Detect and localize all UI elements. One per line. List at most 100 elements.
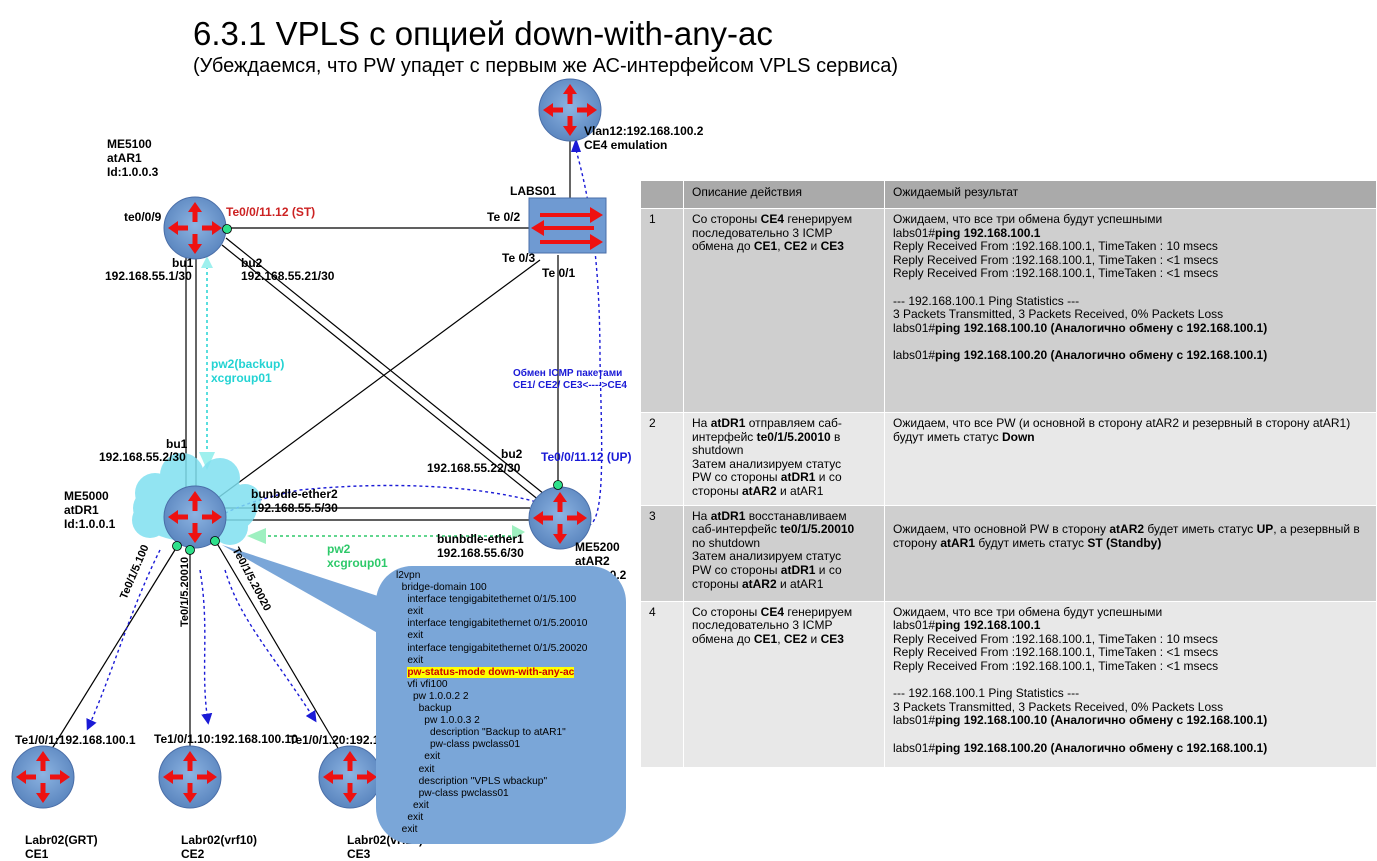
te0011-up-label: Te0/0/11.12 (UP) [541,450,632,464]
bu1-top-ip: 192.168.55.1/30 [105,269,192,283]
iface-dot-atar2 [553,480,563,490]
text-line: стороны atAR2 и atAR1 [692,483,876,499]
step-number: 2 [640,412,684,506]
iface-dot-te01520020 [210,536,220,546]
text-segment: atDR1 [780,562,816,577]
text-line: Reply Received From :192.168.100.1, Time… [893,239,1368,254]
bundle2-label: bunbdle-ether2 [251,487,338,501]
text-line: Затем анализируем статус [692,457,876,472]
text-segment: atDR1 [710,416,746,430]
text-segment: интерфейс [692,429,757,444]
text-segment: no shutdown [692,535,761,550]
table-header-row: Описание действия Ожидаемый результат [640,180,1377,209]
iface-dot-te01520010 [185,545,195,555]
table-header-result: Ожидаемый результат [884,180,1377,209]
step-expected-result: Ожидаем, что все PW (и основной в сторон… [884,412,1377,506]
pw2-backup-xcgroup: xcgroup01 [211,371,272,385]
table-header-action: Описание действия [683,180,885,209]
pw2-backup-label: pw2(backup) [211,357,285,371]
text-segment: будут иметь статус [893,429,1002,444]
text-line: Затем анализируем статус [692,550,876,564]
text-line: PW со стороны atDR1 и со [692,471,876,485]
ce1-iface: Te1/0/1:192.168.100.1 [15,733,136,747]
slide-subtitle: (Убеждаемся, что PW упадет с первым же А… [193,55,898,77]
bu2-top-ip: 192.168.55.21/30 [241,269,335,283]
step-expected-result: Ожидаем, что основной PW в сторону atAR2… [884,504,1377,602]
bu1-bottom-label: bu1 [166,437,188,451]
text-segment: 3 Packets Transmitted, 3 Packets Receive… [893,699,1224,714]
text-line: labs01#ping 192.168.100.1 [893,226,1368,241]
text-segment: и со [815,470,842,485]
text-line: labs01#ping 192.168.100.20 (Аналогично о… [893,741,1368,756]
text-segment: atAR2 [1109,522,1145,537]
text-line: --- 192.168.100.1 Ping Statistics --- [893,686,1368,701]
text-segment: На [692,508,711,523]
text-line: labs01#ping 192.168.100.10 (Аналогично о… [893,714,1368,728]
text-segment: PW со стороны [692,562,781,577]
text-line: сторону atAR1 будут иметь статус ST (Sta… [893,535,1368,551]
router-icon-ce1 [11,745,75,809]
text-segment: 3 Packets Transmitted, 3 Packets Receive… [893,307,1224,322]
text-segment: сторону [893,535,941,550]
text-line: 3 Packets Transmitted, 3 Packets Receive… [893,699,1368,715]
bu1-top-label: bu1 [172,256,194,270]
text-segment: будут иметь статус [975,535,1088,550]
text-segment: labs01# [893,320,936,335]
bundle1-ip: 192.168.55.6/30 [437,546,524,560]
text-segment: обмена до [692,631,754,646]
router-icon-atdr1 [163,485,227,549]
text-segment: обмена до [692,239,754,254]
text-segment: CE2 [783,239,808,254]
text-line: обмена до CE1, CE2 и CE3 [692,239,876,254]
blank-line [893,728,1368,742]
text-segment: и [807,239,821,254]
bu1-bottom-ip: 192.168.55.2/30 [99,450,186,464]
text-segment: и со [815,562,842,577]
text-segment: ping 192.168.100.10 (Аналогично обмену с… [935,713,1268,728]
config-text-before: l2vpn bridge-domain 100 interface tengig… [396,570,588,666]
pw2-label: pw2 [327,542,351,556]
icmp-arrow-ce4 [571,138,581,152]
text-line: Reply Received From :192.168.100.1, Time… [893,658,1368,674]
icmp-exchange-label: Обмен ICMP пакетами CE1/ CE2/ CE3<---->C… [513,368,627,391]
blank-line [893,510,1368,524]
atar1-name: ME5100 atAR1 Id:1.0.0.3 [107,137,159,179]
text-segment: CE2 [783,631,808,646]
config-callout-pointer [222,545,390,640]
te0011-st-label: Te0/0/11.12 (ST) [226,205,316,219]
text-segment: , [777,239,784,254]
text-segment: Reply Received From :192.168.100.1, Time… [893,658,1219,673]
text-segment: саб-интерфейс [692,522,781,537]
text-segment: Затем анализируем статус [692,549,842,564]
text-segment: ST (Standby) [1087,535,1162,550]
text-line: стороны atAR2 и atAR1 [692,577,876,592]
text-line: На atDR1 восстанавливаем [692,508,876,524]
text-segment: Reply Received From :192.168.100.1, Time… [893,266,1219,281]
iface-dot-te015100 [172,541,182,551]
text-line: 3 Packets Transmitted, 3 Packets Receive… [893,307,1368,322]
icmp-path-ce2 [199,569,213,725]
text-segment: CE3 [820,631,844,646]
text-line: Ожидаем, что все три обмена будут успешн… [893,212,1368,227]
link-bu2-b [225,237,550,499]
router-icon-ce2 [158,745,222,809]
step-number: 3 [640,504,684,602]
text-segment: atAR2 [741,483,777,498]
text-segment: , а резервный в [1273,522,1360,537]
text-segment: Ожидаем, что все три обмена будут успешн… [893,604,1163,619]
bundle1-label: bunbdle-ether1 [437,532,524,546]
text-segment: Ожидаем, что все PW (и основной в сторон… [893,416,1351,430]
bu2-right-ip: 192.168.55.22/30 [427,461,521,475]
text-line: Reply Received From :192.168.100.1, Time… [893,632,1368,647]
text-segment: te0/1/5.20010 [756,429,831,444]
text-segment: Down [1001,429,1035,444]
text-segment: Reply Received From :192.168.100.1, Time… [893,252,1219,267]
iface-dot-atar1 [222,224,232,234]
pw2-xcgroup: xcgroup01 [327,556,388,570]
text-segment: Reply Received From :192.168.100.1, Time… [893,645,1219,660]
text-segment: labs01# [893,713,936,728]
